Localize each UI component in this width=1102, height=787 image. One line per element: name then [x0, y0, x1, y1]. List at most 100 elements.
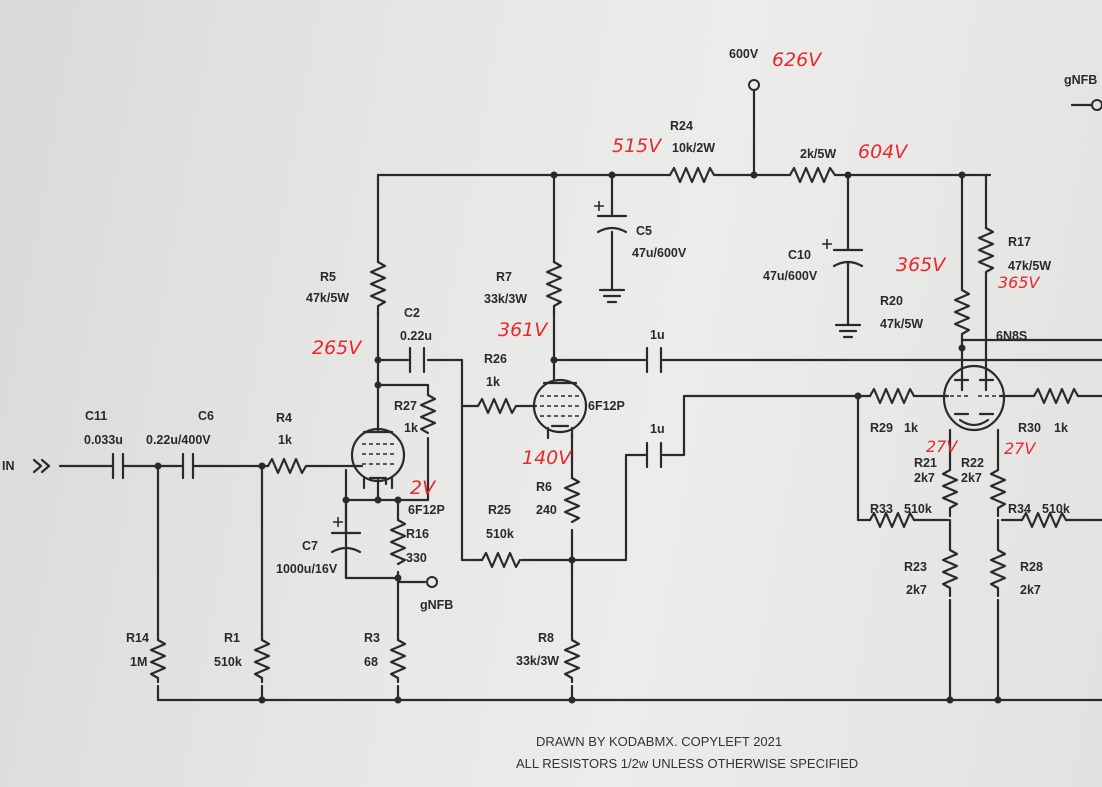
footer-note: ALL RESISTORS 1/2w UNLESS OTHERWISE SPEC… — [516, 756, 858, 771]
label-gnfb-out: gNFB — [1064, 73, 1097, 87]
resistor-r28 — [989, 548, 1007, 598]
label-r33-value: 510k — [904, 502, 932, 516]
label-r8: R8 — [538, 631, 554, 645]
label-r5-value: 47k/5W — [306, 291, 349, 305]
grounds — [598, 288, 862, 339]
resistor-r3 — [389, 638, 407, 684]
resistor-r27 — [419, 393, 437, 435]
label-r14: R14 — [126, 631, 149, 645]
resistor-r6 — [563, 476, 581, 524]
capacitor-1u-top — [645, 346, 663, 374]
label-r6: R6 — [536, 480, 552, 494]
voltage-v1-cathode: 2V — [410, 477, 437, 499]
resistor-2k5w — [788, 166, 837, 184]
voltage-b-plus: 626V — [772, 49, 823, 71]
resistor-r26 — [476, 397, 522, 415]
resistor-r33 — [868, 511, 916, 529]
resistor-r22 — [989, 468, 1007, 518]
label-c2: C2 — [404, 306, 420, 320]
resistor-r25 — [480, 551, 522, 569]
gnfb-out-terminal — [1091, 99, 1102, 111]
label-input: IN — [2, 459, 15, 473]
label-c11: C11 — [85, 409, 107, 423]
voltage-r24-node: 515V — [612, 135, 663, 157]
resistor-r14 — [149, 638, 167, 684]
label-r4: R4 — [276, 411, 292, 425]
label-cap2: 1u — [650, 422, 665, 436]
label-r5: R5 — [320, 270, 336, 284]
label-r28: R28 — [1020, 560, 1043, 574]
label-r20: R20 — [880, 294, 903, 308]
label-r1-value: 510k — [214, 655, 242, 669]
label-r27-value: 1k — [404, 421, 418, 435]
label-r30-value: 1k — [1054, 421, 1068, 435]
resistor-r34 — [1020, 511, 1068, 529]
capacitor-c11 — [111, 452, 125, 480]
label-r22-value: 2k7 — [961, 471, 982, 485]
label-r4-value: 1k — [278, 433, 292, 447]
label-r24: R24 — [670, 119, 693, 133]
tube-v1-6f12p — [350, 427, 406, 490]
footer: DRAWN BY KODABMX. COPYLEFT 2021 ALL RESI… — [516, 734, 858, 771]
capacitors — [111, 201, 864, 554]
label-gnfb-local: gNFB — [420, 598, 453, 612]
label-r24-value: 10k/2W — [672, 141, 715, 155]
resistor-r21 — [941, 468, 959, 518]
capacitor-c5 — [596, 214, 628, 234]
voltage-v2-plate: 361V — [498, 319, 549, 341]
label-r7: R7 — [496, 270, 512, 284]
tube-v2-6f12p — [532, 378, 588, 440]
label-c7-value: 1000u/16V — [276, 562, 338, 576]
label-r25: R25 — [488, 503, 511, 517]
label-r34: R34 — [1008, 502, 1031, 516]
label-r14-value: 1M — [130, 655, 147, 669]
capacitor-c10 — [832, 248, 864, 268]
input-arrow-icon — [32, 458, 51, 474]
label-2k5w: 2k/5W — [800, 147, 836, 161]
label-r17-value: 47k/5W — [1008, 259, 1051, 273]
label-c6-value: 0.22u/400V — [146, 433, 211, 447]
label-r23: R23 — [904, 560, 927, 574]
label-c10-value: 47u/600V — [763, 269, 818, 283]
b-plus-terminal — [748, 79, 760, 91]
label-cap1: 1u — [650, 328, 665, 342]
capacitor-1u-bottom — [645, 441, 663, 469]
voltage-v1-plate: 265V — [312, 337, 363, 359]
voltage-v3-cathode-right: 27V — [1004, 439, 1036, 458]
label-r26-value: 1k — [486, 375, 500, 389]
label-r25-value: 510k — [486, 527, 514, 541]
label-r34-value: 510k — [1042, 502, 1070, 516]
label-c6: C6 — [198, 409, 214, 423]
label-c7: C7 — [302, 539, 318, 553]
resistor-r24 — [668, 166, 720, 184]
label-r29-value: 1k — [904, 421, 918, 435]
resistor-r5 — [369, 260, 387, 316]
label-c11-value: 0.033u — [84, 433, 123, 447]
terminals — [32, 79, 1102, 588]
resistor-r4 — [266, 457, 312, 475]
resistor-r17 — [977, 226, 995, 280]
label-r29: R29 — [870, 421, 893, 435]
resistor-r23 — [941, 548, 959, 598]
label-r7-value: 33k/3W — [484, 292, 527, 306]
label-r26: R26 — [484, 352, 507, 366]
tube-v3-6n8s — [942, 364, 1006, 432]
label-r28-value: 2k7 — [1020, 583, 1041, 597]
resistor-r30 — [1032, 387, 1080, 405]
label-r22: R22 — [961, 456, 984, 470]
label-c10: C10 — [788, 248, 811, 262]
gnfb-local-terminal — [426, 576, 438, 588]
label-r27: R27 — [394, 399, 417, 413]
resistor-r29 — [868, 387, 916, 405]
label-r17: R17 — [1008, 235, 1031, 249]
footer-credit: DRAWN BY KODABMX. COPYLEFT 2021 — [536, 734, 782, 749]
label-r8-value: 33k/3W — [516, 654, 559, 668]
label-v3-type: 6N8S — [996, 329, 1027, 343]
label-b-plus: 600V — [729, 47, 759, 61]
label-c5: C5 — [636, 224, 652, 238]
voltage-v3-cathode-left: 27V — [926, 437, 958, 456]
capacitor-c2 — [408, 346, 426, 374]
label-r20-value: 47k/5W — [880, 317, 923, 331]
label-r30: R30 — [1018, 421, 1041, 435]
